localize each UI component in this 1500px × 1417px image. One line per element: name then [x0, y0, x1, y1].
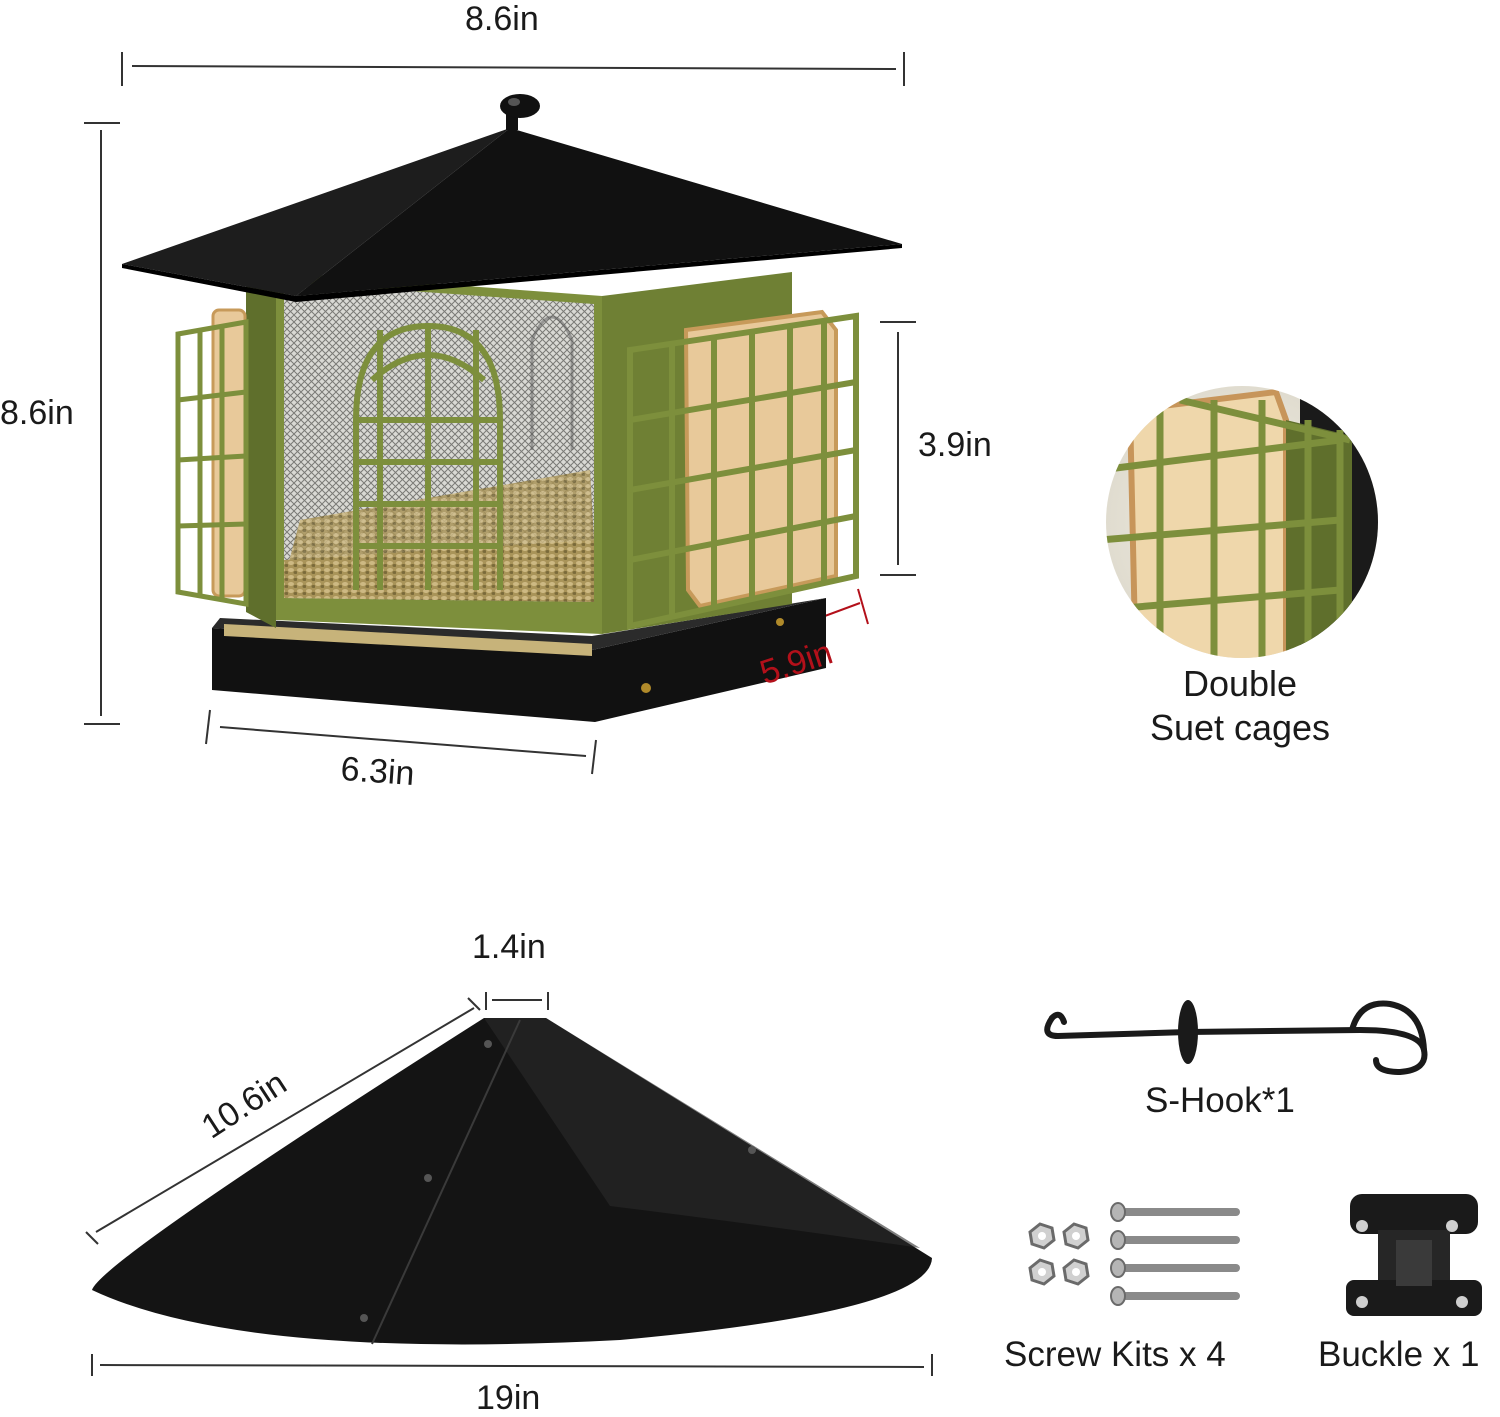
- bird-feeder: [122, 94, 902, 722]
- s-hook-image: [1044, 1000, 1428, 1076]
- s-hook-label: S-Hook*1: [1145, 1081, 1295, 1120]
- baffle-illustration: [92, 1018, 932, 1345]
- baffle-top-width: 1.4in: [472, 928, 546, 966]
- suet-cages-caption-line2: Suet cages: [1149, 707, 1331, 748]
- baffle-dimension-lines: [85, 992, 933, 1376]
- dimension-cage-height: 3.9in: [918, 426, 992, 464]
- suet-cages-caption-line1: Double: [1182, 663, 1298, 704]
- screw-kits-label: Screw Kits x 4: [1004, 1335, 1226, 1374]
- buckle-label: Buckle x 1: [1318, 1335, 1480, 1374]
- suet-cage-zoom-image: [1106, 386, 1378, 658]
- suet-cages-caption: Double Suet cages: [1110, 662, 1370, 750]
- dimension-top-width: 8.6in: [465, 0, 539, 38]
- dimension-lines: [84, 52, 916, 775]
- dimension-height: 8.6in: [0, 394, 74, 432]
- buckle-image: [1346, 1194, 1482, 1316]
- dimension-base-width: 6.3in: [339, 750, 416, 794]
- screw-kits-image: [1028, 1202, 1240, 1306]
- baffle-diameter: 19in: [476, 1379, 541, 1417]
